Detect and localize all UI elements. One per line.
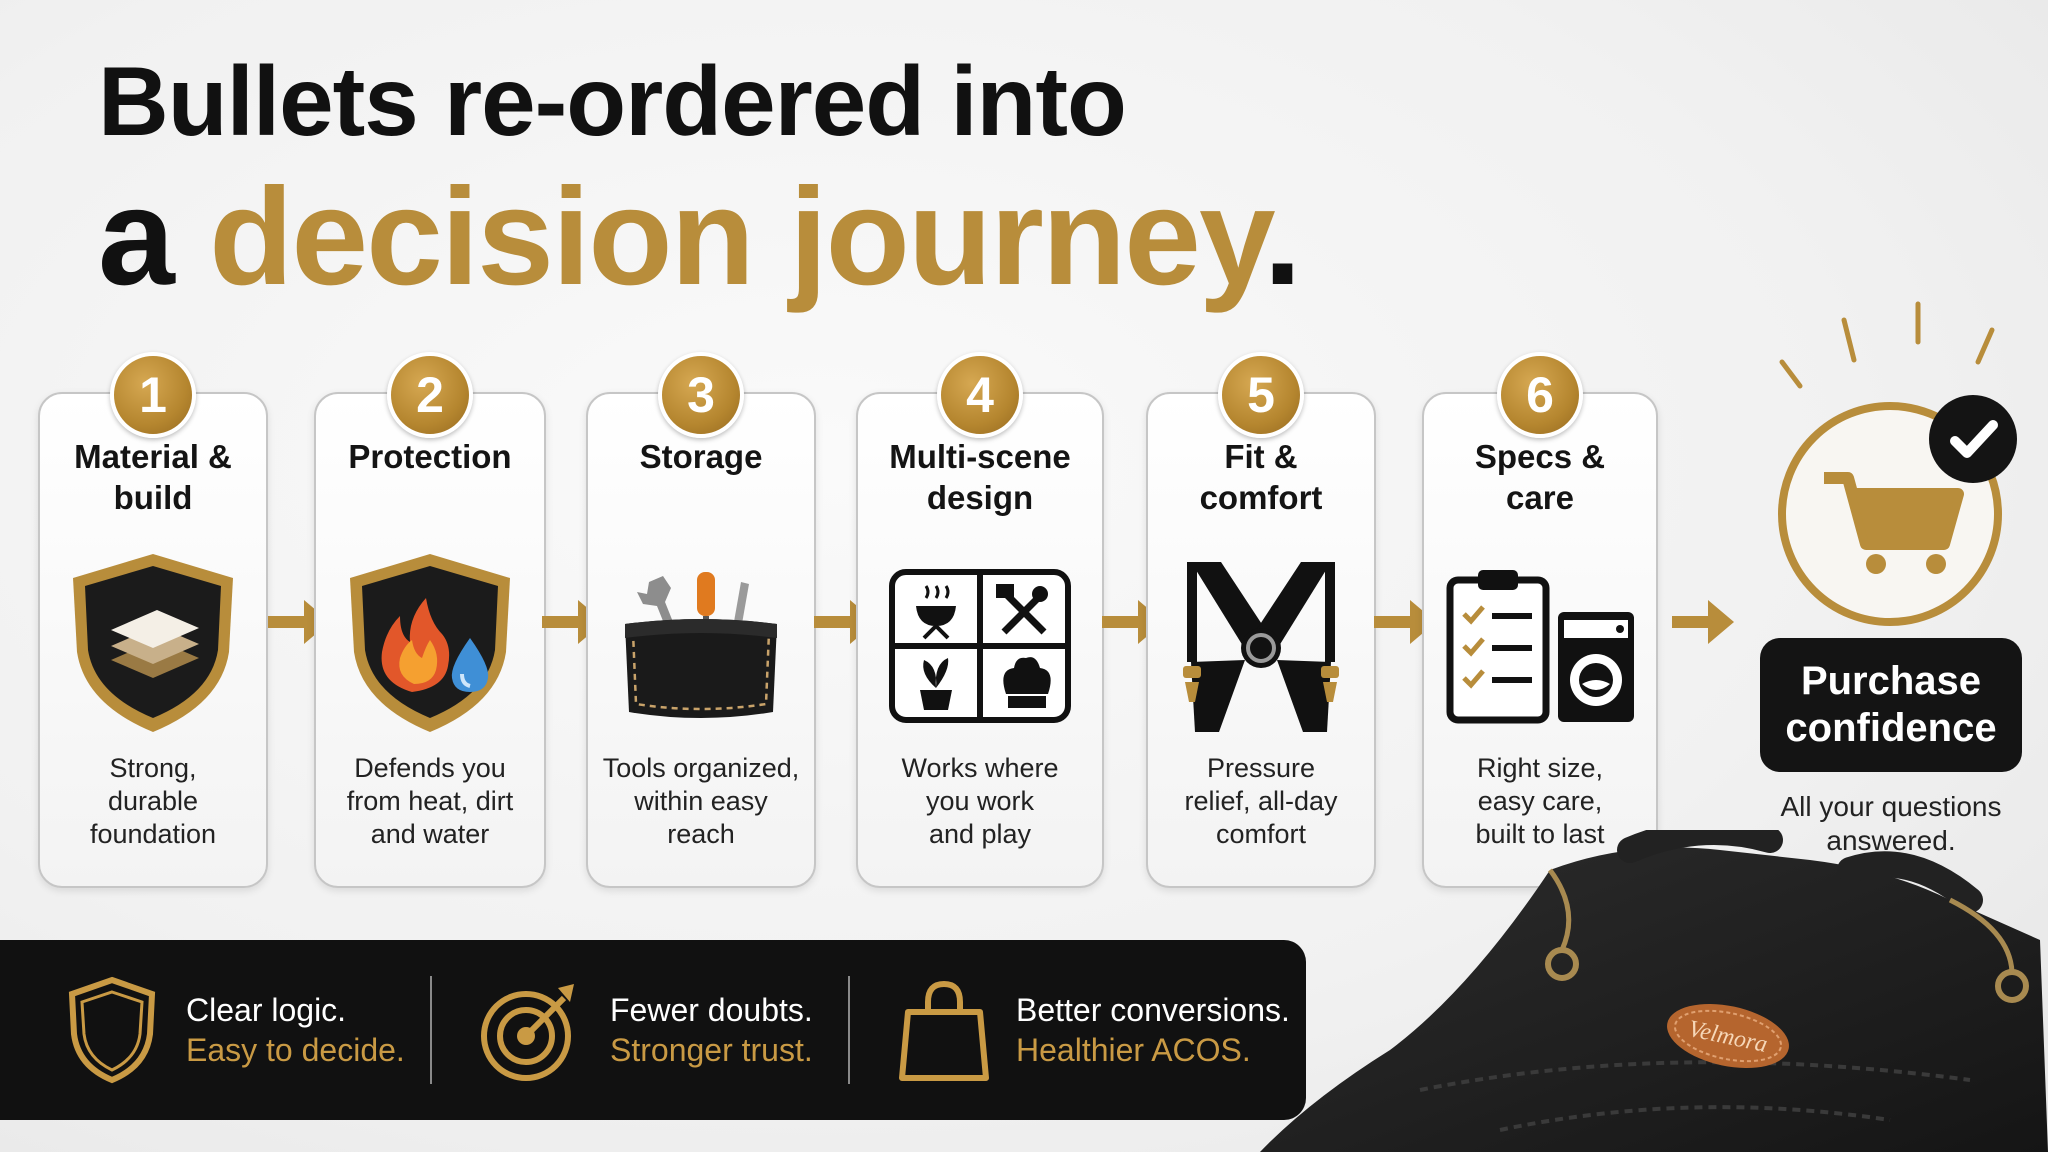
- benefit-line-2: Stronger trust.: [610, 1032, 813, 1068]
- fire-water-shield-icon: [350, 554, 510, 732]
- step-title: Protection: [348, 438, 512, 475]
- divider: [848, 976, 850, 1084]
- benefit-line-1: Clear logic.: [186, 992, 347, 1028]
- purchase-subtitle: All your questions answered.: [1780, 791, 2002, 856]
- apron-product-image: Velmora: [1260, 830, 2048, 1152]
- purchase-confidence-button[interactable]: Purchase confidence: [1760, 638, 2022, 772]
- shopping-bag-icon: [899, 980, 989, 1081]
- benefit-text: Better conversions. Healthier ACOS.: [1016, 990, 1290, 1070]
- step-number-badge: 3: [658, 352, 744, 438]
- step-number-badge: 6: [1497, 352, 1583, 438]
- tool-pocket-icon: [625, 572, 777, 718]
- step-card-4: 4 Multi-scene design Works where you wor…: [856, 352, 1104, 888]
- step-title: Specs & care: [1474, 438, 1606, 516]
- benefit-line-2: Healthier ACOS.: [1016, 1032, 1251, 1068]
- step-description: Pressure relief, all-day comfort: [1184, 753, 1338, 849]
- step-title: Storage: [639, 438, 763, 475]
- step-card-6: 6 Specs & care Right size, easy care, bu…: [1422, 352, 1658, 888]
- step-card-3: 3 Storage Tools organized, within easy r…: [586, 352, 816, 888]
- divider: [430, 976, 432, 1084]
- benefit-text: Clear logic. Easy to decide.: [186, 990, 405, 1070]
- step-description: Strong, durable foundation: [89, 753, 217, 849]
- step-title: Multi-scene design: [889, 438, 1071, 516]
- target-icon: [481, 984, 574, 1081]
- headline-lead: a: [98, 160, 175, 314]
- step-card-1: 1 Material & build Strong, durable found…: [38, 352, 268, 888]
- scene-grid-icon: [889, 569, 1071, 723]
- headline-line-2: a decision journey.: [98, 168, 1302, 306]
- check-icon: [1929, 395, 2017, 483]
- benefit-line-1: Fewer doubts.: [610, 992, 813, 1028]
- step-description: Defends you from heat, dirt and water: [346, 753, 514, 849]
- step-title: Fit & comfort: [1199, 438, 1323, 516]
- arrow-right-icon: [1374, 600, 1436, 644]
- step-description: Right size, easy care, built to last: [1475, 753, 1605, 849]
- benefits-bar: Clear logic. Easy to decide. Fewer doubt…: [0, 940, 1306, 1120]
- arrow-right-icon: [1672, 600, 1734, 644]
- benefit-text: Fewer doubts. Stronger trust.: [610, 990, 813, 1070]
- benefit-line-2: Easy to decide.: [186, 1032, 405, 1068]
- layered-shield-icon: [73, 554, 233, 732]
- step-number-badge: 4: [937, 352, 1023, 438]
- step-title: Material & build: [74, 438, 232, 516]
- checklist-washer-icon: [1446, 570, 1634, 724]
- cross-straps-icon: [1183, 562, 1339, 732]
- headline-highlight: decision journey: [209, 160, 1265, 314]
- highlight-rays-icon: [1779, 301, 1995, 389]
- step-card-5: 5 Fit & comfort Pressure relief, all-day…: [1146, 352, 1376, 888]
- benefit-line-1: Better conversions.: [1016, 992, 1290, 1028]
- shield-outline-icon: [68, 976, 156, 1084]
- headline-line-1: Bullets re-ordered into: [98, 46, 1127, 156]
- step-description: Tools organized, within easy reach: [602, 753, 800, 849]
- step-number-badge: 5: [1218, 352, 1304, 438]
- headline-end: .: [1263, 160, 1301, 314]
- step-number-badge: 1: [110, 352, 196, 438]
- step-description: Works where you work and play: [901, 753, 1059, 849]
- step-card-2: 2 Protection Defends you from heat, dirt…: [314, 352, 546, 888]
- step-number-badge: 2: [387, 352, 473, 438]
